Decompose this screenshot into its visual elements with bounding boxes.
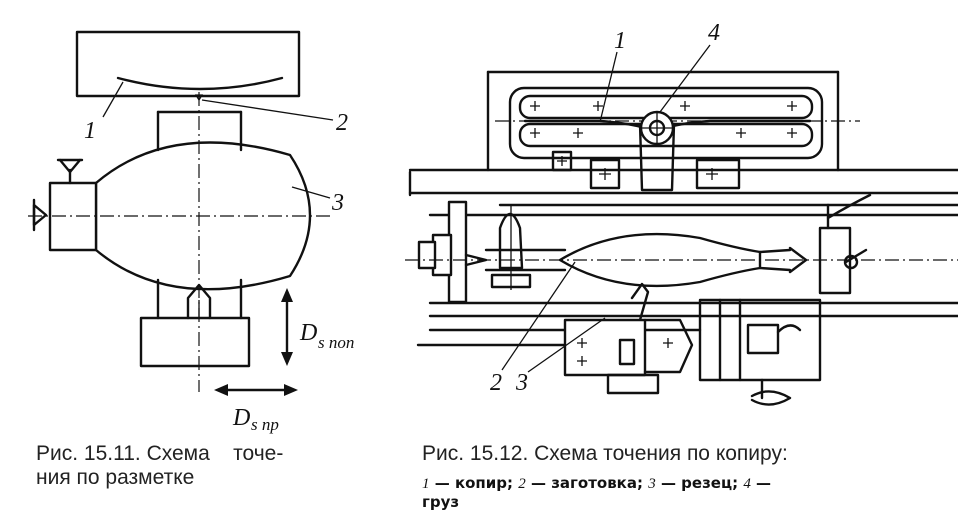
legend-num-4: 4 [743,476,751,492]
legend-text-4: — [750,474,772,492]
tool-holder [139,316,251,368]
legend-text-3: — резец; [655,474,744,492]
left-label-2: 2 [336,110,348,136]
feed-long-main: D [232,405,250,431]
legend-num-1: 1 [422,476,430,492]
left-label-1: 1 [84,118,96,144]
legend-fig-15-12: 1 — копир; 2 — заготовка; 3 — резец; 4 —… [422,474,942,511]
legend-text-1: — копир; [429,474,519,492]
legend-tail: груз [422,493,460,511]
workpiece-barrel [94,141,312,291]
caption-fig-15-12: Рис. 15.12. Схема точения по копиру: [422,442,788,465]
feed-long-sub: s пр [251,415,279,434]
right-label-4: 4 [708,20,720,46]
tool-holder-right [563,318,647,377]
figure-15-12-drawing [405,44,958,406]
feed-cross-sub: s поп [318,333,354,352]
legend-text-2: — заготовка; [525,474,649,492]
feed-cross-main: D [299,320,317,346]
marking-line [116,76,284,91]
legend-num-3: 3 [648,476,656,492]
figure-15-11-drawing [28,30,334,396]
caption-fig-15-11: Рис. 15.11. Схема точе- ния по разметке [36,442,284,489]
copier-plate [508,86,824,160]
right-label-3: 3 [515,370,528,396]
weight-bracket [638,122,676,192]
right-label-2: 2 [490,370,502,396]
legend-num-2: 2 [518,476,526,492]
left-label-3: 3 [331,190,344,216]
right-label-1: 1 [614,28,626,54]
marking-plate [75,30,301,98]
